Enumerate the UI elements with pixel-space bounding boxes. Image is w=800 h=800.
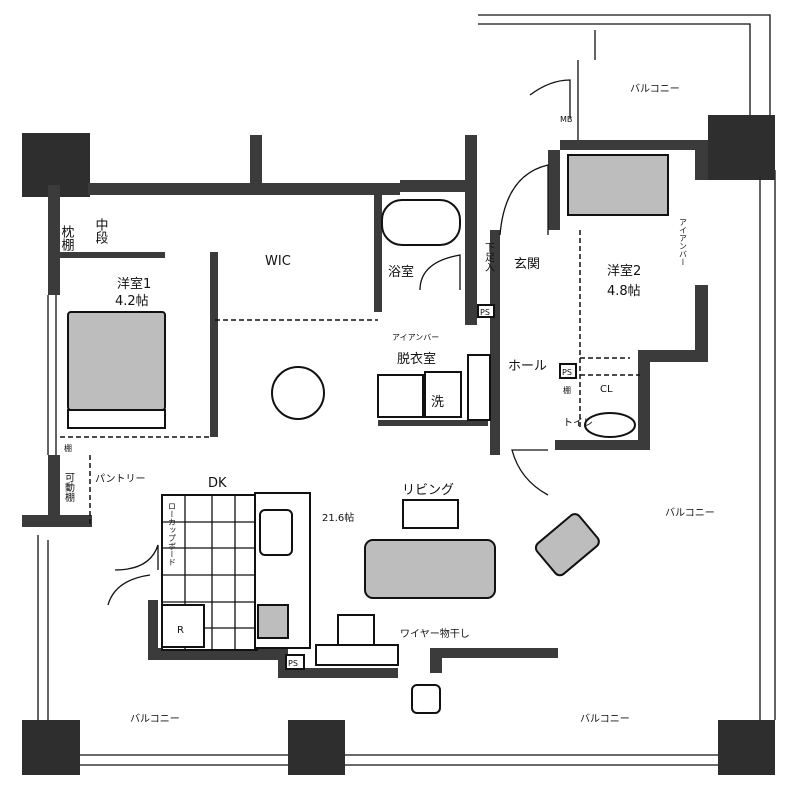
door-entrance[interactable] <box>499 164 549 236</box>
walls <box>22 135 708 678</box>
wire-dryer-bench <box>315 644 399 666</box>
furniture <box>67 154 669 714</box>
label-balcony-bottom-right: バルコニー <box>580 713 630 725</box>
label-balcony-top: バルコニー <box>630 83 680 95</box>
door-bathroom[interactable] <box>419 254 461 291</box>
bed-1 <box>67 311 166 411</box>
label-living: リビング <box>402 483 454 498</box>
washbasin <box>377 374 424 418</box>
label-closet: CL <box>600 384 613 395</box>
label-balcony-bottom-left: バルコニー <box>130 713 180 725</box>
labels: 枕棚 中段 洋室1 4.2帖 WIC 浴室 下足入 玄関 洋室2 4.8帖 アイ… <box>59 83 715 725</box>
entrance-sink <box>467 354 491 421</box>
label-pantry: パントリー <box>95 473 146 485</box>
window <box>47 295 57 455</box>
label-hall: ホール <box>508 359 547 374</box>
label-movable-shelf: 可動棚 <box>63 472 75 503</box>
door-pantry[interactable] <box>107 544 159 606</box>
label-mb: MB <box>560 115 572 124</box>
door-mb[interactable] <box>529 79 571 118</box>
label-ps-kitchen: PS <box>288 659 298 668</box>
bed-1-pillows <box>67 409 166 429</box>
label-toilet: トイレ <box>563 418 593 429</box>
stove <box>257 604 289 639</box>
bathtub <box>381 199 461 246</box>
living-table <box>402 499 459 529</box>
kitchen-sink <box>259 509 293 556</box>
toilet-bowl <box>584 412 636 438</box>
refrigerator <box>161 604 205 648</box>
label-shoe-storage: 下足入 <box>483 242 495 272</box>
label-western-room-2-size: 4.8帖 <box>607 284 641 299</box>
label-wire-dryer: ワイヤー物干し <box>400 627 470 640</box>
label-western-room-2: 洋室2 <box>607 263 641 279</box>
label-hall-shelf: 棚 <box>563 385 571 395</box>
column <box>288 720 345 775</box>
label-middle-shelf: 中段 <box>93 218 109 244</box>
label-ps-entrance: PS <box>480 308 490 317</box>
door-hall[interactable] <box>511 449 549 496</box>
sofa <box>364 539 496 599</box>
label-iron-bar-1: アイアンバー <box>392 333 439 342</box>
label-pillow-shelf: 枕棚 <box>59 225 75 251</box>
label-western-room-1-size: 4.2帖 <box>115 294 149 309</box>
lounge-chair <box>534 513 600 577</box>
column <box>718 720 775 775</box>
label-balcony-right: バルコニー <box>665 507 715 519</box>
columns <box>22 115 775 775</box>
bed-2 <box>567 154 669 216</box>
label-entrance: 玄関 <box>514 257 540 272</box>
label-shelf: 棚 <box>64 443 72 453</box>
column <box>708 115 775 180</box>
label-dk: DK <box>208 476 227 491</box>
label-bathroom: 浴室 <box>388 264 414 280</box>
label-washer: 洗 <box>431 395 444 410</box>
column <box>22 720 80 775</box>
doors <box>60 79 640 606</box>
washer-space <box>424 371 462 418</box>
label-western-room-1: 洋室1 <box>117 276 151 292</box>
label-dressing-room: 脱衣室 <box>397 351 436 367</box>
dining-table <box>271 366 325 420</box>
label-refrigerator: R <box>177 625 184 636</box>
chair <box>337 614 375 646</box>
label-ldk-size: 21.6帖 <box>322 511 354 524</box>
balcony-faucet <box>411 684 441 714</box>
label-low-cupboard: ローカップボード <box>168 502 177 566</box>
label-wic: WIC <box>265 254 291 269</box>
label-ps-hall: PS <box>562 368 572 377</box>
label-iron-bar-2: アイアンバー <box>679 218 688 266</box>
